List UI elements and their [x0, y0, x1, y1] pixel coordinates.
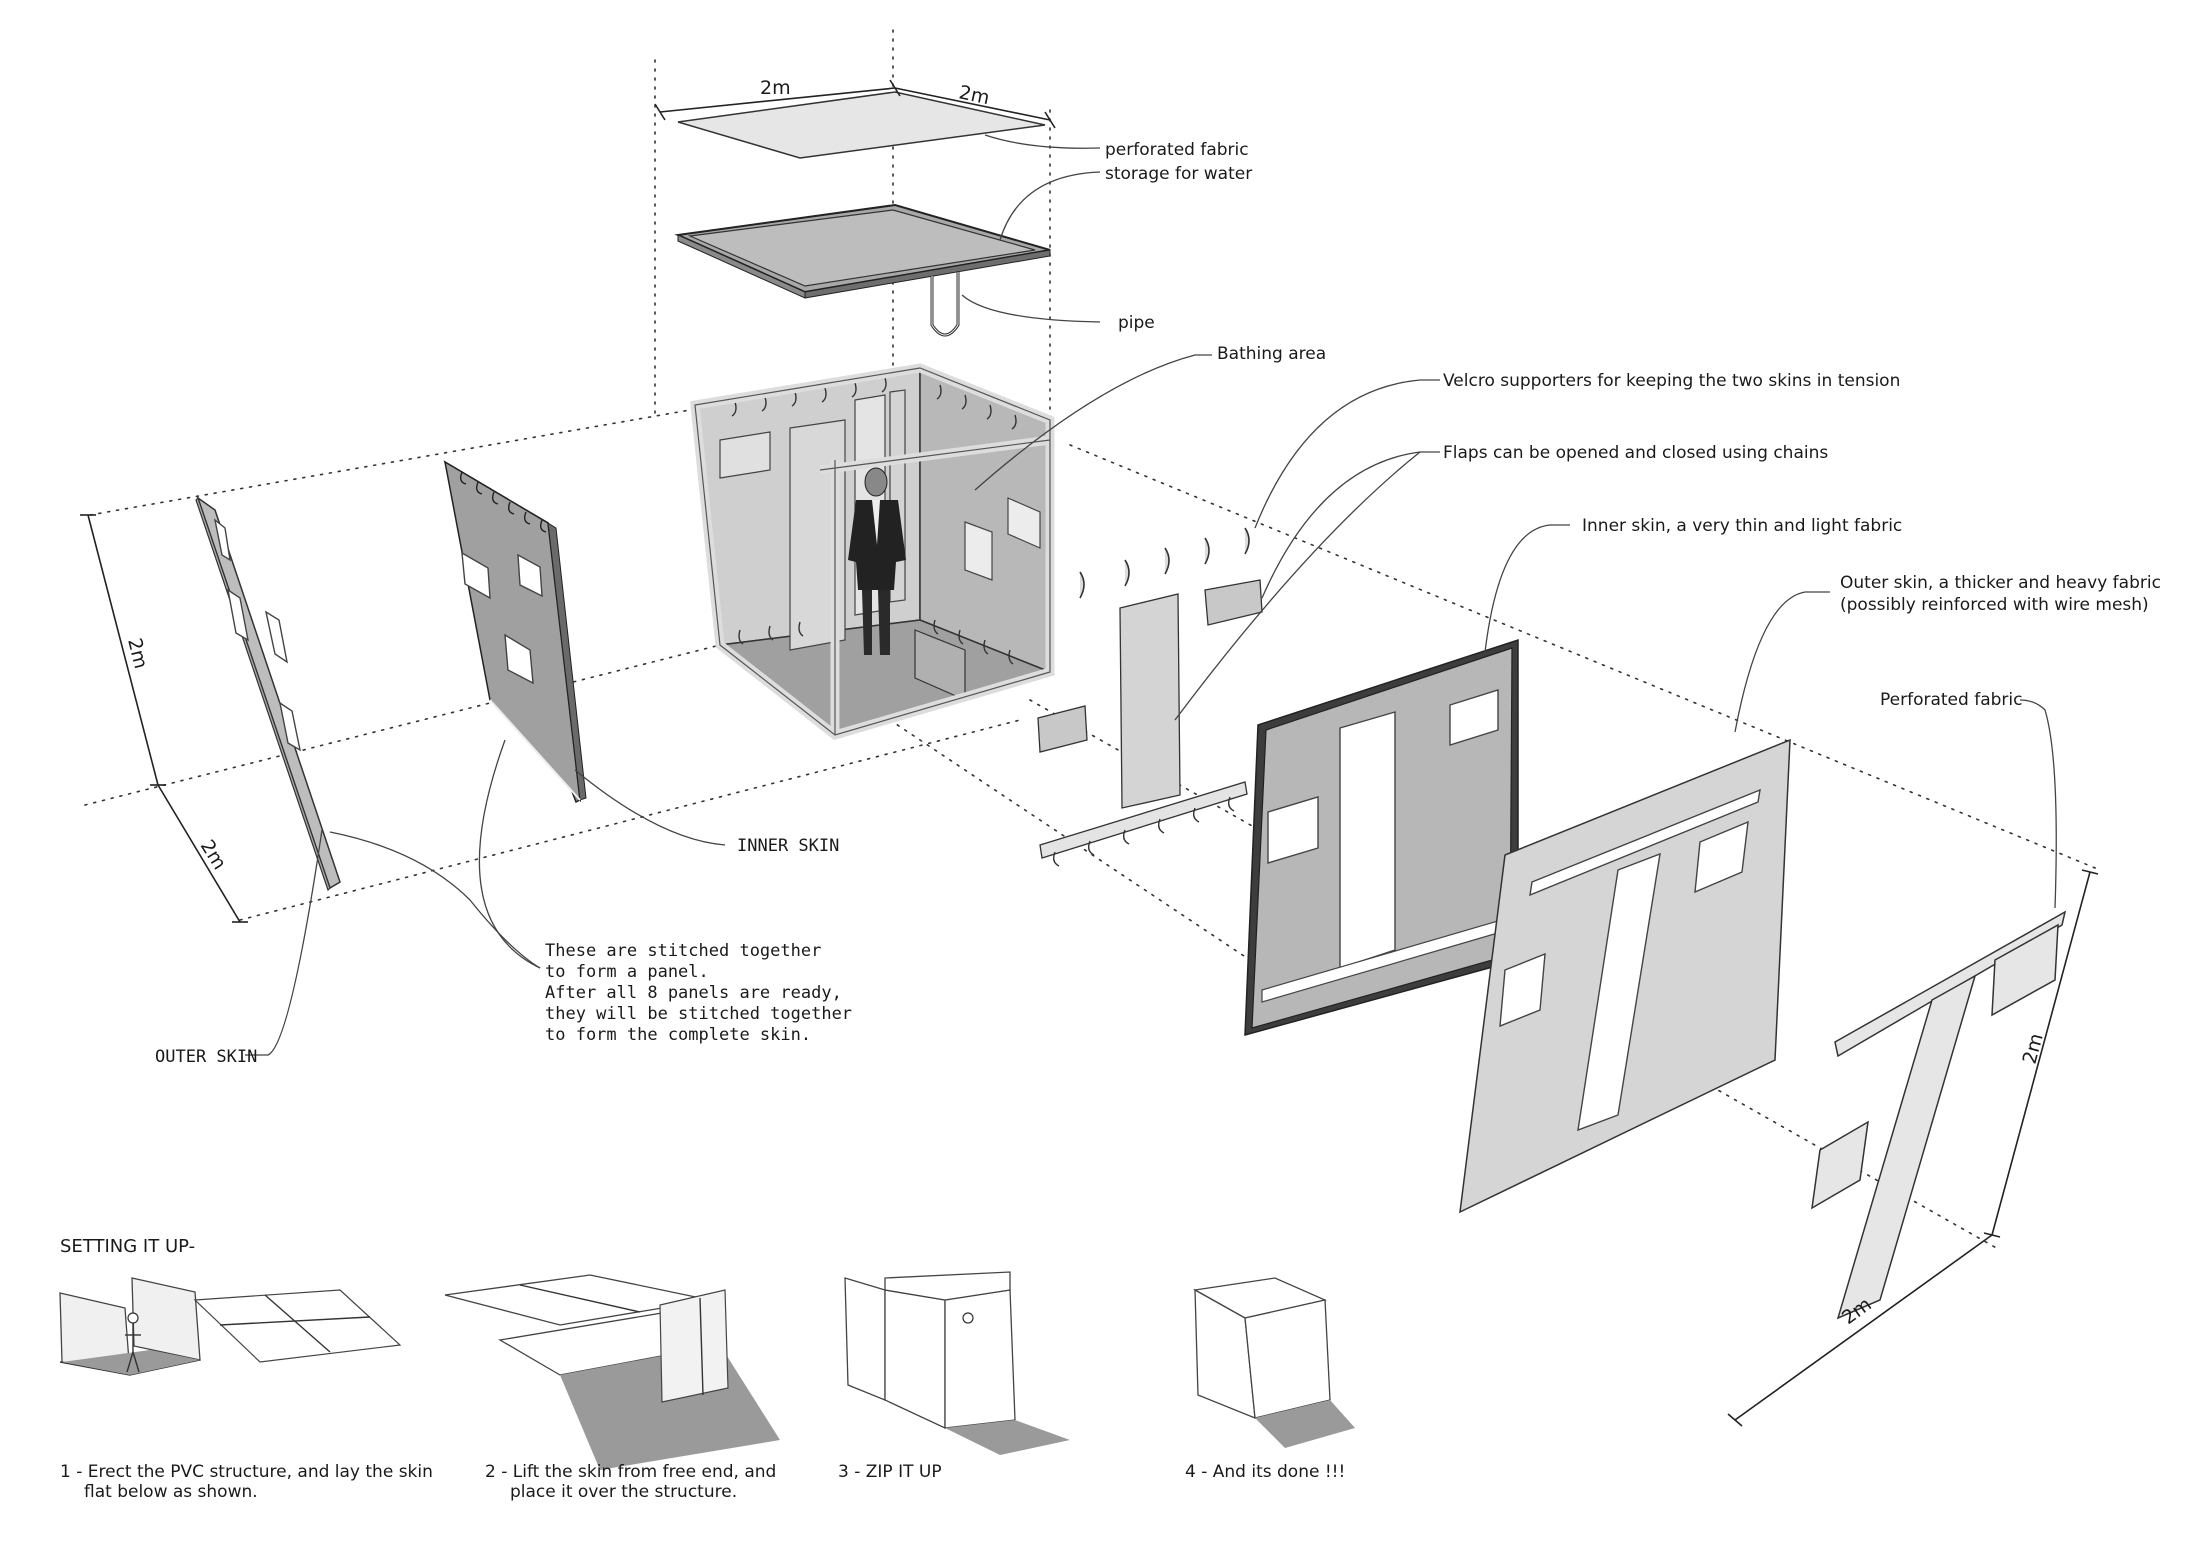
label-outer-skin-desc-2: (possibly reinforced with wire mesh)	[1840, 595, 2149, 615]
label-bathing-area: Bathing area	[1217, 344, 1326, 364]
label-inner-skin-desc: Inner skin, a very thin and light fabric	[1582, 516, 1902, 536]
velcro-supporters	[1079, 527, 1250, 599]
label-outer-skin: OUTER SKIN	[155, 1047, 257, 1067]
annotation-labels: perforated fabric storage for water pipe…	[155, 140, 2161, 1067]
construction-lines	[84, 29, 2101, 1251]
inner-skin-panel-right	[1244, 638, 1519, 1036]
setup-step-2-line2: place it over the structure.	[510, 1482, 737, 1502]
stitch-note-line: These are stitched together	[545, 941, 821, 961]
label-inner-skin: INNER SKIN	[737, 836, 839, 856]
label-pipe: pipe	[1118, 313, 1155, 333]
stitch-note-line: they will be stitched together	[545, 1004, 852, 1024]
water-storage-tank	[674, 203, 1051, 299]
dimension-label: 2m	[760, 77, 791, 99]
inner-skin-panel-left	[443, 460, 587, 804]
setup-step-3-line1: 3 - ZIP IT UP	[838, 1462, 942, 1482]
setup-person	[125, 1312, 141, 1373]
velcro-bar-bottom	[1039, 781, 1248, 867]
setup-step-4-line1: 4 - And its done !!!	[1185, 1462, 1345, 1482]
perforated-fabric-panel	[1811, 910, 2067, 1320]
setup-heading: SETTING IT UP-	[60, 1236, 195, 1257]
setup-step-2-sketch	[444, 1274, 780, 1470]
stitch-note-line: After all 8 panels are ready,	[545, 983, 842, 1003]
flap-left	[1037, 705, 1088, 753]
setup-step-3-sketch	[844, 1271, 1070, 1455]
label-velcro: Velcro supporters for keeping the two sk…	[1443, 371, 1900, 391]
flap-right	[1204, 579, 1263, 626]
setup-step-1-sketch	[59, 1277, 402, 1376]
setup-step-1-line1: 1 - Erect the PVC structure, and lay the…	[60, 1462, 433, 1482]
dimension-label: 2m	[196, 836, 231, 874]
label-outer-skin-desc-1: Outer skin, a thicker and heavy fabric	[1840, 573, 2161, 593]
setup-step-4-sketch	[1193, 1277, 1355, 1448]
pipe	[930, 272, 960, 337]
label-storage-for-water: storage for water	[1105, 164, 1252, 184]
dimension-label: 2m	[957, 81, 992, 109]
floating-strip	[1119, 593, 1181, 809]
person-figure	[848, 467, 906, 655]
leader-lines	[245, 134, 2057, 1056]
dimension-top: 2m 2m	[654, 77, 1056, 129]
stitch-note-line: to form the complete skin.	[545, 1025, 811, 1045]
dimension-label: 2m	[2019, 1031, 2048, 1066]
outer-skin-panel-left	[195, 496, 341, 892]
setup-step-2-line1: 2 - Lift the skin from free end, and	[485, 1462, 776, 1482]
perforated-fabric-top	[677, 91, 1046, 159]
label-perforated-fabric-top: perforated fabric	[1105, 140, 1249, 160]
label-perforated-fabric-right: Perforated fabric	[1880, 690, 2022, 710]
stitch-note: These are stitched together to form a pa…	[545, 941, 852, 1045]
outer-skin-panel-right	[1459, 738, 1791, 1214]
setup-step-1-line2: flat below as shown.	[84, 1482, 258, 1502]
pvc-cube-structure	[690, 363, 1055, 740]
setup-section: SETTING IT UP- 1 - Erect the PVC structu…	[59, 1236, 1355, 1502]
label-flaps: Flaps can be opened and closed using cha…	[1443, 443, 1828, 463]
stitch-note-line: to form a panel.	[545, 962, 709, 982]
